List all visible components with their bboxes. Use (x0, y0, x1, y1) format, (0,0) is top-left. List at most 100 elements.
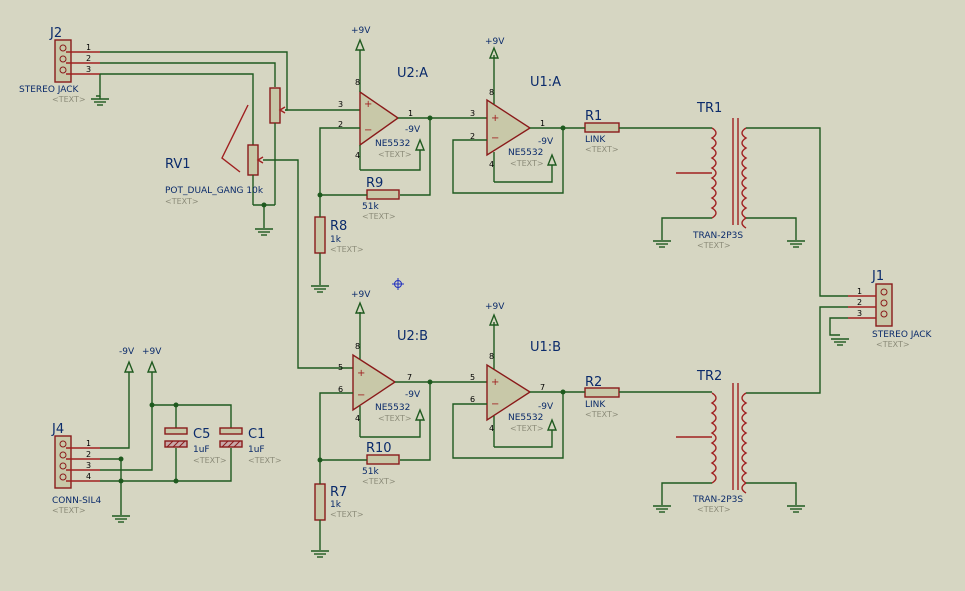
ref-label-rv1: RV1 (165, 157, 191, 172)
pin-label: 2 (338, 120, 343, 129)
opamp-u2b[interactable]: + − 5 6 7 8 4 U2:B NE5532 <TEXT> (319, 312, 430, 460)
link-r1[interactable]: R1 LINK <TEXT> (563, 109, 712, 154)
power-plus9v: +9V (142, 347, 162, 373)
ground-symbol (831, 338, 849, 346)
pin-label: 6 (338, 385, 343, 394)
svg-text:+: + (364, 99, 372, 110)
pin-label: 3 (857, 309, 862, 318)
value-label-u2b: NE5532 (375, 403, 410, 413)
link-r2[interactable]: R2 LINK <TEXT> (563, 375, 712, 419)
ground-symbol (311, 550, 329, 558)
connector-j4[interactable]: 1 2 3 4 J4 CONN-SIL4 <TEXT> (51, 422, 101, 515)
value-label-u1a: NE5532 (508, 148, 543, 158)
potentiometer-rv1[interactable]: RV1 POT_DUAL_GANG 10k <TEXT> (165, 87, 360, 369)
pin-label: 8 (489, 88, 494, 97)
svg-text:+: + (357, 368, 365, 379)
power-plus9v: +9V (351, 290, 371, 314)
pin-label: 4 (355, 414, 360, 423)
svg-text:−: − (357, 390, 365, 401)
pin-label: 1 (540, 119, 545, 128)
ground-symbol (653, 240, 671, 248)
connector-j2[interactable]: 1 2 3 J2 STEREO JACK <TEXT> (19, 26, 100, 104)
text-placeholder: <TEXT> (52, 95, 86, 104)
opamp-u2a[interactable]: + − 3 2 1 8 4 U2:A NE5532 <TEXT> (319, 55, 430, 195)
resistor-r9[interactable]: R9 51k <TEXT> (320, 176, 400, 221)
resistor-r8[interactable]: R8 1k <TEXT> (314, 195, 364, 285)
ref-label-r10: R10 (366, 441, 392, 456)
text-placeholder: <TEXT> (362, 212, 396, 221)
pin-label: 4 (355, 151, 360, 160)
ref-label-j4: J4 (51, 422, 64, 437)
ref-label-r9: R9 (366, 176, 383, 191)
pin-label: 8 (489, 352, 494, 361)
svg-text:-9V: -9V (405, 125, 421, 135)
svg-text:−: − (491, 133, 499, 144)
pin-label: 3 (86, 461, 91, 470)
value-label-c5: 1uF (193, 445, 210, 455)
value-label-c1: 1uF (248, 445, 265, 455)
text-placeholder: <TEXT> (510, 424, 544, 433)
pin-label: 3 (470, 109, 475, 118)
transformer-tr1[interactable]: TR1 TRAN-2P3S <TEXT> (661, 101, 848, 297)
ground-symbol (787, 240, 805, 248)
text-placeholder: <TEXT> (697, 241, 731, 250)
svg-text:+: + (491, 113, 499, 124)
power-minus9v: -9V (538, 137, 558, 166)
pin-label: 1 (857, 287, 862, 296)
ref-label-tr2: TR2 (696, 369, 722, 384)
svg-text:−: − (364, 125, 372, 136)
ground-symbol (91, 96, 109, 106)
pin-label: 6 (470, 395, 475, 404)
capacitor-c1[interactable]: C1 1uF <TEXT> (219, 427, 282, 465)
pin-label: 7 (407, 373, 412, 382)
capacitor-c5[interactable]: C5 1uF <TEXT> (164, 427, 227, 465)
text-placeholder: <TEXT> (362, 477, 396, 486)
svg-text:-9V: -9V (538, 402, 554, 412)
value-label-r7: 1k (330, 500, 342, 510)
power-minus9v: -9V (119, 347, 135, 373)
value-label-r1: LINK (585, 135, 606, 145)
pin-label: 3 (86, 65, 91, 74)
power-minus9v: -9V (405, 390, 426, 421)
ref-label-u2b: U2:B (397, 329, 428, 344)
transformer-tr2[interactable]: TR2 TRAN-2P3S <TEXT> (661, 369, 797, 514)
svg-text:+: + (491, 377, 499, 388)
power-plus9v: +9V (351, 26, 371, 55)
value-label-j1: STEREO JACK (872, 330, 933, 340)
text-placeholder: <TEXT> (510, 159, 544, 168)
pin-label: 2 (470, 132, 475, 141)
ref-label-j2: J2 (49, 26, 62, 41)
text-placeholder: <TEXT> (248, 456, 282, 465)
value-label-tr2: TRAN-2P3S (692, 495, 743, 505)
value-label-r9: 51k (362, 202, 379, 212)
origin-marker (392, 278, 404, 290)
svg-text:+9V: +9V (142, 347, 162, 357)
svg-text:+9V: +9V (351, 26, 371, 36)
pin-label: 4 (489, 160, 494, 169)
pin-label: 1 (86, 439, 91, 448)
pin-label: 7 (540, 383, 545, 392)
pin-label: 1 (86, 43, 91, 52)
pin-label: 1 (408, 109, 413, 118)
opamp-u1a[interactable]: + − 3 2 1 8 4 U1:A NE5532 <TEXT> (470, 55, 563, 182)
text-placeholder: <TEXT> (697, 505, 731, 514)
value-label-u2a: NE5532 (375, 139, 410, 149)
power-plus9v: +9V (485, 302, 505, 326)
ref-label-u1b: U1:B (530, 340, 561, 355)
resistor-r10[interactable]: R10 51k <TEXT> (320, 441, 400, 486)
svg-text:+9V: +9V (485, 302, 505, 312)
pin-label: 4 (489, 424, 494, 433)
text-placeholder: <TEXT> (378, 150, 412, 159)
pin-label: 2 (86, 450, 91, 459)
ref-label-r7: R7 (330, 485, 347, 500)
pin-label: 8 (355, 78, 360, 87)
ref-label-r2: R2 (585, 375, 602, 390)
text-placeholder: <TEXT> (585, 145, 619, 154)
connector-j1[interactable]: 1 2 3 J1 STEREO JACK <TEXT> (848, 269, 933, 349)
opamp-u1b[interactable]: + − 5 6 7 8 4 U1:B NE5532 <TEXT> (452, 322, 564, 459)
pin-label: 3 (338, 100, 343, 109)
resistor-r7[interactable]: R7 1k <TEXT> (314, 460, 364, 550)
value-label-tr1: TRAN-2P3S (692, 231, 743, 241)
